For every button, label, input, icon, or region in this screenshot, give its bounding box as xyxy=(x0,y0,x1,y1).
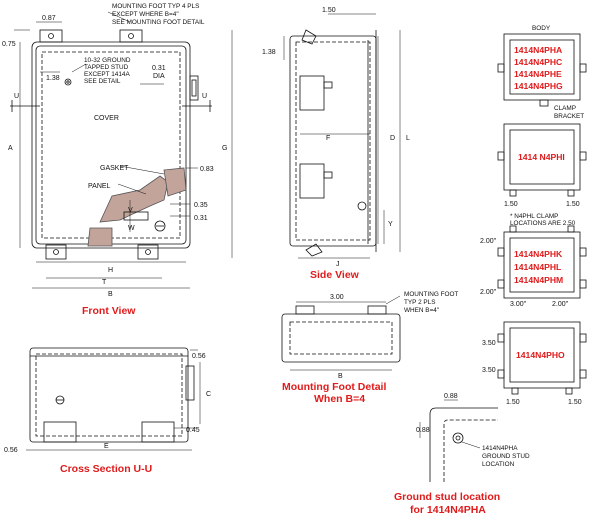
dim-200-b: 2.00" xyxy=(480,289,497,296)
dim-200-a: 2.00" xyxy=(480,238,497,245)
model-1414n4phk: 1414N4PHK xyxy=(514,249,563,259)
ground-stud-drawing xyxy=(419,399,498,482)
model-labels: BODY 1414N4PHA 1414N4PHC 1414N4PHE 1414N… xyxy=(480,25,584,406)
mount-note-line3: SEE MOUNTING FOOT DETAIL xyxy=(112,19,205,26)
model-1414n4pho: 1414N4PHO xyxy=(516,350,565,360)
dim-350-b: 3.50 xyxy=(482,367,496,374)
stud-note-line4: SEE DETAIL xyxy=(84,78,121,85)
dim-045: 0.45 xyxy=(186,427,200,434)
panel-label: PANEL xyxy=(88,183,111,190)
dim-138-side: 1.38 xyxy=(262,49,276,56)
dim-150-box4-left: 1.50 xyxy=(506,399,520,406)
ground-note-line3: LOCATION xyxy=(482,461,515,468)
clamp-label-2: BRACKET xyxy=(554,113,584,120)
dim-b-mount: B xyxy=(338,373,343,380)
front-view-labels: MOUNTING FOOT TYP 4 PLS EXCEPT WHERE B=4… xyxy=(2,3,227,317)
stud-note-line2: TAPPED STUD xyxy=(84,64,129,71)
dim-g: G xyxy=(222,145,227,152)
dim-075: 0.75 xyxy=(2,41,16,48)
dim-150-side: 1.50 xyxy=(322,7,336,14)
section-u-left: U xyxy=(14,93,19,100)
dim-t: T xyxy=(102,279,107,286)
ground-title-2: for 1414N4PHA xyxy=(410,504,486,516)
dim-035: 0.35 xyxy=(194,202,208,209)
side-view-title: Side View xyxy=(310,269,360,281)
dim-200-c: 2.00" xyxy=(552,301,569,308)
dim-056-bottom: 0.56 xyxy=(4,447,18,454)
front-view-drawing xyxy=(10,11,233,289)
model-1414n4phe: 1414N4PHE xyxy=(514,69,562,79)
dim-c: C xyxy=(206,391,211,398)
dim-y: Y xyxy=(388,221,393,228)
dim-h: H xyxy=(108,267,113,274)
mount-foot-labels: 3.00 MOUNTING FOOT TYP 2 PLS WHEN B=4" B… xyxy=(282,291,458,405)
mount-foot-note-line2: TYP 2 PLS xyxy=(404,299,436,306)
clamp-note-2: LOCATIONS ARE 2.50 xyxy=(510,220,576,227)
mount-foot-note-line1: MOUNTING FOOT xyxy=(404,291,458,298)
dim-150-box4-right: 1.50 xyxy=(568,399,582,406)
dim-088-top: 0.88 xyxy=(444,393,458,400)
model-1414n4pha: 1414N4PHA xyxy=(514,45,562,55)
stud-note-line3: EXCEPT 1414A xyxy=(84,71,130,78)
dim-a: A xyxy=(8,145,13,152)
dim-088-left: 0.88 xyxy=(416,427,430,434)
body-label: BODY xyxy=(532,25,551,32)
ground-note-line1: 1414N4PHA xyxy=(482,445,518,452)
dim-w: W xyxy=(128,225,135,232)
model-1414n4phi: 1414 N4PHI xyxy=(518,152,565,162)
dim-j: J xyxy=(336,261,340,268)
dim-150-left: 1.50 xyxy=(504,201,518,208)
cross-section-drawing xyxy=(26,347,201,451)
mounting-foot-drawing xyxy=(281,295,401,371)
dim-f: F xyxy=(326,135,330,142)
model-1414n4phl: 1414N4PHL xyxy=(514,262,561,272)
mount-note-line1: MOUNTING FOOT TYP 4 PLS xyxy=(112,3,199,10)
clamp-label-1: CLAMP xyxy=(554,105,576,112)
dim-138-front: 1.38 xyxy=(46,75,60,82)
ground-stud-labels: 0.88 0.88 1414N4PHA GROUND STUD LOCATION… xyxy=(394,393,530,516)
dim-l: L xyxy=(406,135,410,142)
side-view-drawing xyxy=(283,13,401,259)
side-view-labels: 1.50 1.38 F D L Y J Side View xyxy=(262,7,410,281)
model-1414n4phm: 1414N4PHM xyxy=(514,275,563,285)
dim-d: D xyxy=(390,135,395,142)
cross-section-labels: 0.56 C 0.45 0.56 E Cross Section U-U xyxy=(4,353,211,475)
cover-label: COVER xyxy=(94,115,119,122)
model-1414n4phc: 1414N4PHC xyxy=(514,57,562,67)
dim-300: 3.00 xyxy=(330,294,344,301)
dim-e: E xyxy=(104,443,109,450)
dim-150-right: 1.50 xyxy=(566,201,580,208)
stud-note-line1: 10-32 GROUND xyxy=(84,57,131,64)
mount-foot-note-line3: WHEN B=4" xyxy=(404,307,439,314)
dim-b-front: B xyxy=(108,291,113,298)
mount-detail-title-2: When B=4 xyxy=(314,393,365,405)
gasket-label: GASKET xyxy=(100,165,129,172)
dim-v: V xyxy=(128,207,133,214)
cross-section-title: Cross Section U-U xyxy=(60,463,152,475)
model-1414n4phg: 1414N4PHG xyxy=(514,81,563,91)
front-view-title: Front View xyxy=(82,305,136,317)
dim-350-a: 3.50 xyxy=(482,340,496,347)
dim-087: 0.87 xyxy=(42,15,56,22)
dim-056-top: 0.56 xyxy=(192,353,206,360)
dim-300-box: 3.00" xyxy=(510,301,527,308)
ground-note-line2: GROUND STUD xyxy=(482,453,530,460)
dim-031-dia: 0.31 xyxy=(152,65,166,72)
ground-title-1: Ground stud location xyxy=(394,491,500,503)
mount-note-line2: EXCEPT WHERE B=4" xyxy=(112,11,179,18)
dia-label: DIA xyxy=(153,73,165,80)
mount-detail-title-1: Mounting Foot Detail xyxy=(282,381,386,393)
dim-083: 0.83 xyxy=(200,166,214,173)
model-boxes-drawing xyxy=(497,33,587,395)
section-u-right: U xyxy=(202,93,207,100)
clamp-note-1: * N4PHL CLAMP xyxy=(510,213,558,220)
dim-031: 0.31 xyxy=(194,215,208,222)
